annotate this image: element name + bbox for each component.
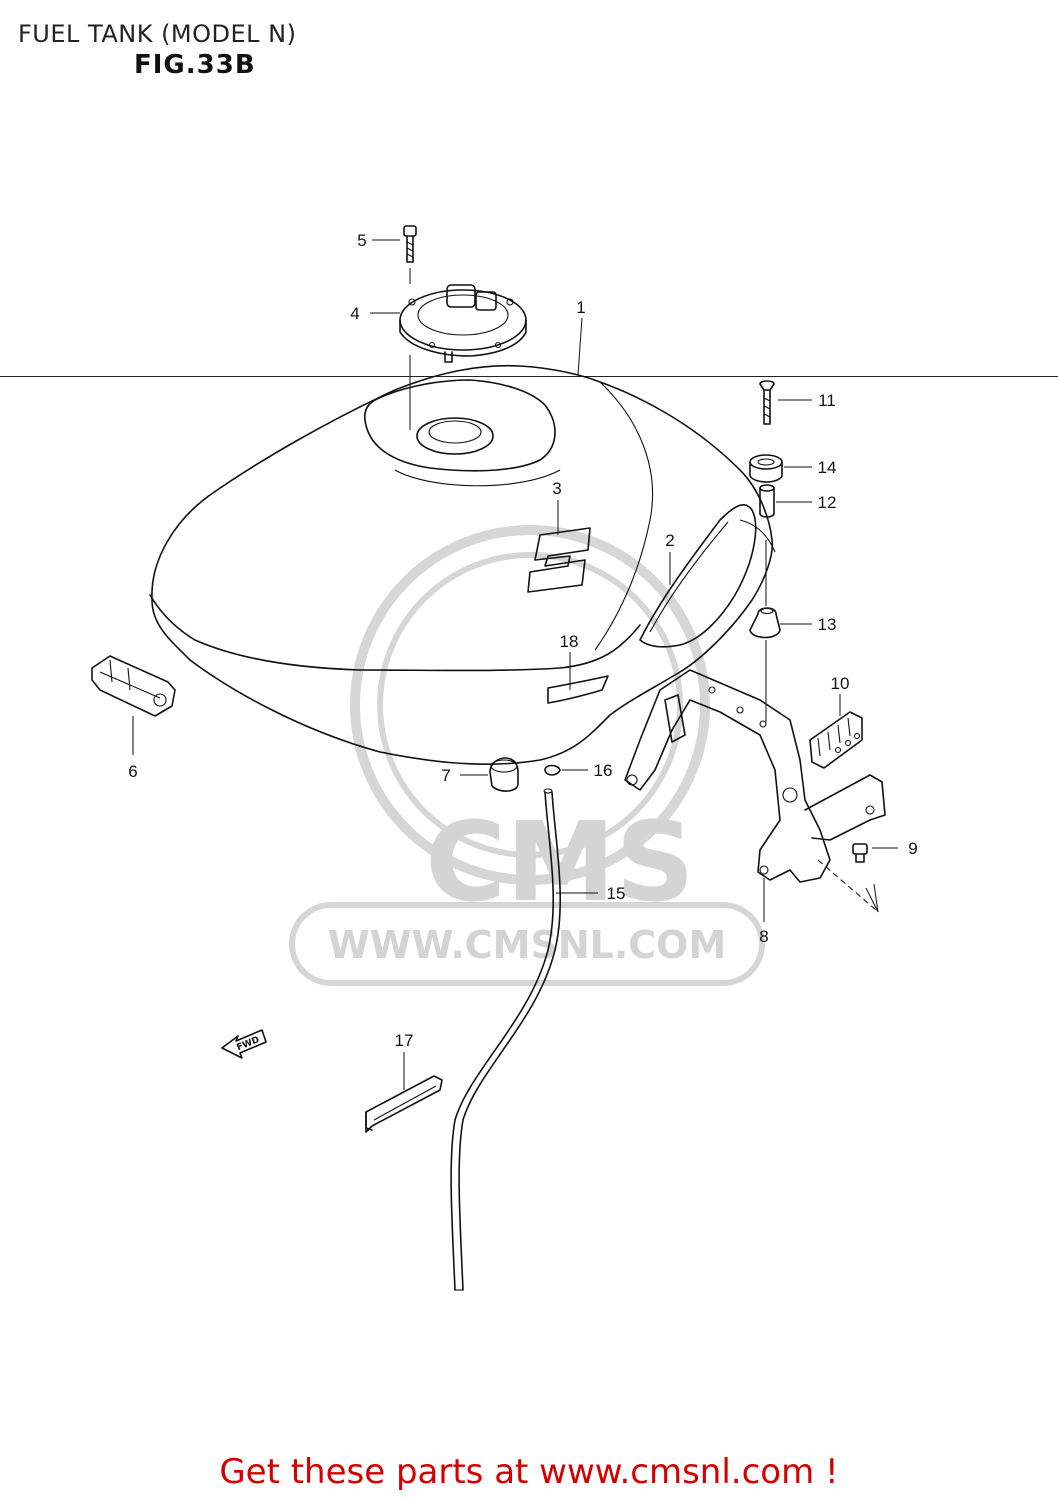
clamp — [544, 764, 561, 776]
collar — [759, 484, 775, 518]
callout-13: 13 — [818, 615, 837, 634]
bolt — [852, 843, 868, 863]
callout-14: 14 — [818, 458, 837, 477]
callout-6: 6 — [128, 762, 137, 781]
screw — [403, 225, 417, 263]
callout-12: 12 — [818, 493, 837, 512]
callout-2: 2 — [665, 531, 674, 550]
screw-top — [759, 380, 775, 425]
hose — [450, 788, 562, 1291]
callout-16: 16 — [594, 761, 613, 780]
fuel-cap — [399, 284, 527, 363]
clip-cushion — [91, 655, 176, 717]
callout-9: 9 — [908, 839, 917, 858]
callout-3: 3 — [552, 479, 561, 498]
divider-line — [0, 376, 1058, 377]
figure-number: FIG.33B — [134, 50, 256, 80]
fwd-arrow: FWD — [221, 1029, 267, 1059]
callout-17: 17 — [395, 1031, 414, 1050]
strap — [365, 1075, 443, 1133]
diagram-title: FUEL TANK (MODEL N) — [18, 20, 297, 48]
decal — [547, 675, 609, 704]
connector-block — [809, 711, 863, 769]
callout-15: 15 — [607, 884, 626, 903]
callout-7: 7 — [441, 766, 450, 785]
fuel-tank — [149, 364, 776, 765]
callout-8: 8 — [759, 927, 768, 946]
watermark-circle — [350, 525, 710, 885]
callout-11: 11 — [818, 391, 836, 410]
callout-10: 10 — [831, 674, 850, 693]
grommet — [749, 454, 783, 483]
cushion-rear — [749, 607, 781, 639]
emblem-s — [527, 527, 591, 593]
watermark-url: WWW.CMSNL.COM — [328, 923, 727, 967]
callout-4: 4 — [350, 304, 359, 323]
callout-5: 5 — [357, 231, 366, 250]
cushion — [489, 757, 519, 792]
leader-lines — [132, 239, 898, 1090]
footer-cta[interactable]: Get these parts at www.cmsnl.com ! — [219, 1452, 839, 1492]
watermark: CMS WWW.CMSNL.COM — [289, 525, 765, 986]
fwd-label: FWD — [235, 1035, 261, 1053]
bracket — [624, 669, 886, 913]
callout-18: 18 — [560, 632, 579, 651]
parts-diagram: CMS WWW.CMSNL.COM — [91, 225, 918, 1291]
callout-labels: 1 2 3 4 5 6 7 8 9 10 11 12 13 14 15 16 1… — [128, 231, 917, 1050]
callout-1: 1 — [576, 298, 585, 317]
